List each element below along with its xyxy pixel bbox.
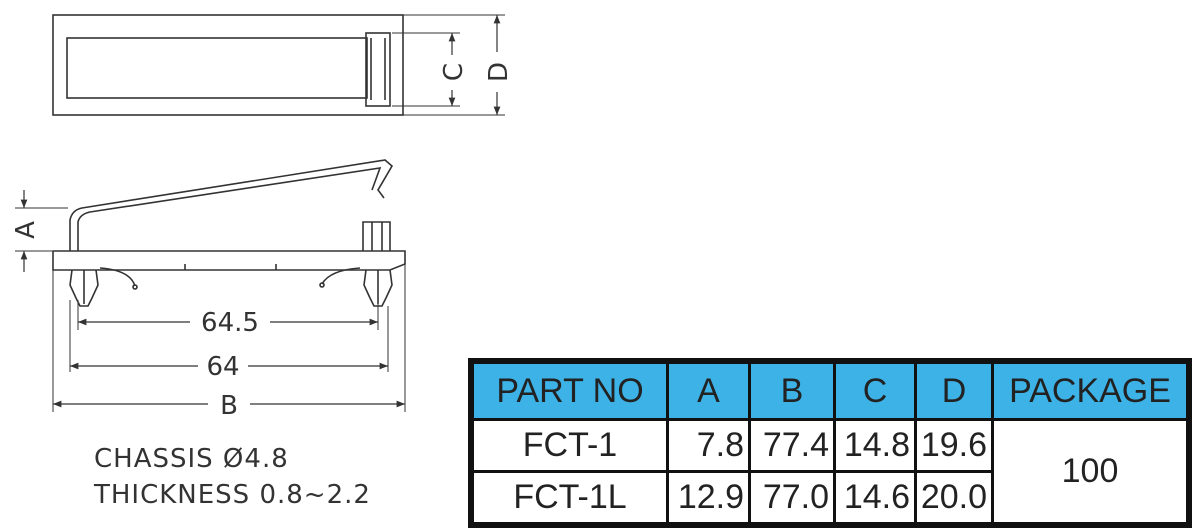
table-header-row: PART NO A B C D PACKAGE <box>469 359 1191 421</box>
top-view-outline <box>52 14 404 116</box>
cell-b: 77.0 <box>748 470 836 527</box>
header-part-no: PART NO <box>469 359 669 421</box>
dimension-c-label: C <box>439 63 469 81</box>
strap-inner <box>77 167 382 251</box>
header-package: PACKAGE <box>991 359 1191 421</box>
chassis-note: CHASSIS Ø4.8 <box>94 444 289 474</box>
strap-outer <box>69 159 394 251</box>
top-view-inner-frame <box>66 37 368 99</box>
dimension-b-label: B <box>220 391 238 421</box>
side-view <box>15 159 406 412</box>
dimension-a-label: A <box>11 221 41 239</box>
table-row: FCT-1 7.8 77.4 14.8 19.6 100 <box>469 418 1191 527</box>
table-row: FCT-1L 12.9 77.0 14.6 20.0 <box>469 470 1189 527</box>
dimension-64-5-label: 64.5 <box>201 308 259 338</box>
cell-part: FCT-1L <box>469 470 669 527</box>
dimension-64-label: 64 <box>206 352 239 382</box>
left-spring <box>99 267 136 287</box>
header-b: B <box>748 359 836 421</box>
top-view <box>52 14 505 116</box>
header-a: A <box>666 359 751 421</box>
cell-a: 7.8 <box>666 418 751 473</box>
cell-c: 14.6 <box>833 470 917 527</box>
thickness-note: THICKNESS 0.8~2.2 <box>94 480 371 510</box>
header-c: C <box>833 359 917 421</box>
right-spring <box>321 267 361 285</box>
specification-table: PART NO A B C D PACKAGE FCT-1 7.8 77.4 1… <box>468 358 1192 528</box>
cell-part: FCT-1 <box>469 418 669 473</box>
base-rail <box>52 250 406 271</box>
cell-d: 19.6 <box>914 418 994 473</box>
latch-post <box>362 221 391 251</box>
cell-d: 20.0 <box>914 470 994 527</box>
left-leg <box>69 269 99 307</box>
cell-b: 77.4 <box>748 418 836 473</box>
cell-c: 14.8 <box>833 418 917 473</box>
dimension-d-label: D <box>484 62 514 82</box>
cell-package: 100 <box>991 418 1191 527</box>
header-d: D <box>914 359 994 421</box>
cell-a: 12.9 <box>666 470 751 527</box>
top-view-latch <box>365 32 391 107</box>
